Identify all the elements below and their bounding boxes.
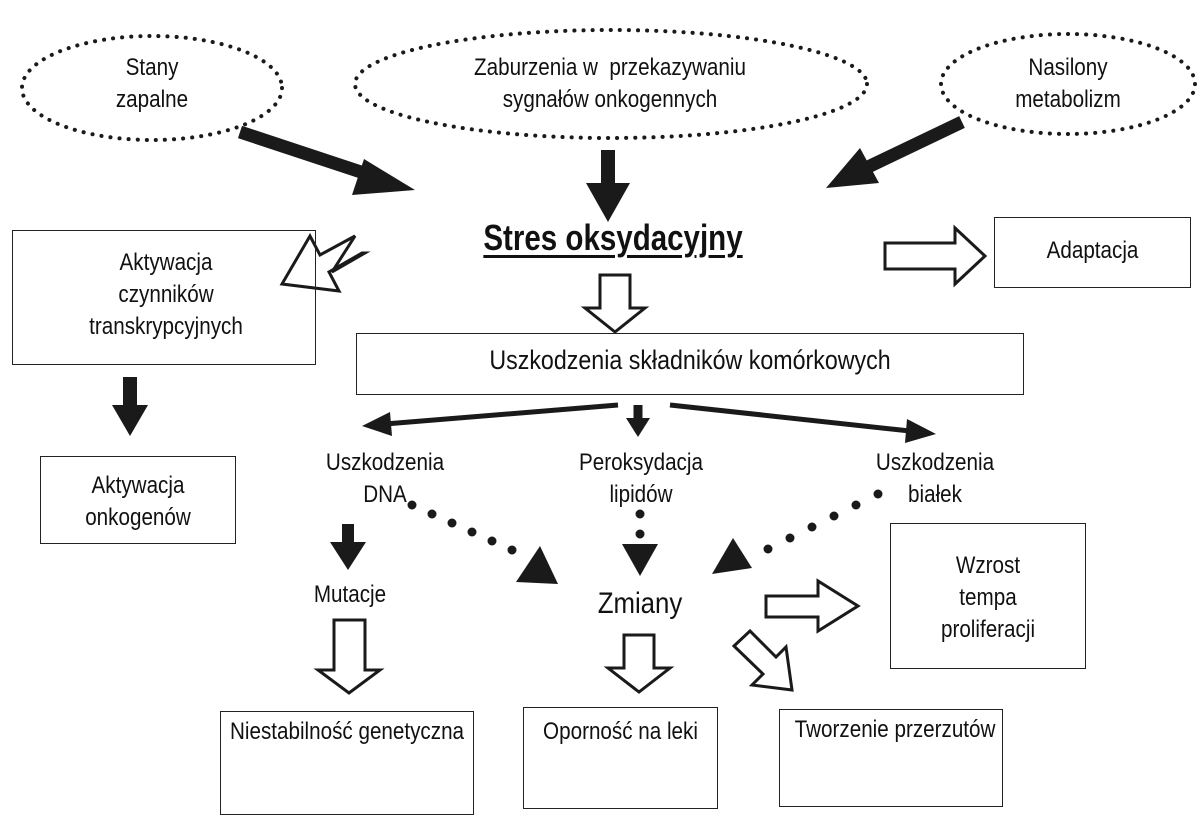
arrow-nasilony-to-stres bbox=[826, 116, 965, 188]
hollow-arrow-to-aktywacja bbox=[279, 232, 371, 293]
dotted-arrow-dna-to-zmiany bbox=[407, 500, 558, 584]
label-stres-oksydacyjny: Stres oksydacyjny bbox=[483, 217, 743, 258]
arrow-to-peroksydacja bbox=[626, 405, 650, 437]
arrow-czynniki-to-onkogeny bbox=[112, 377, 148, 436]
label-uszkodzenia-bialek: Uszkodzenia białek bbox=[875, 449, 995, 508]
box-opornosc bbox=[523, 707, 718, 809]
arrow-to-uszkodzenia-bialek bbox=[669, 402, 936, 443]
box-tworzenie bbox=[779, 709, 1003, 807]
ellipse-stany bbox=[20, 34, 284, 142]
arrow-zaburzenia-to-stres bbox=[586, 150, 630, 222]
ellipse-nasilony bbox=[939, 32, 1197, 136]
label-uszkodzenia-skladnikow: Uszkodzenia składników komórkowych bbox=[489, 345, 891, 375]
box-aktywacja-onkogenow bbox=[40, 456, 236, 544]
hollow-arrow-zmiany-to-przerzuty bbox=[731, 628, 794, 692]
label-stany-zapalne: Stany zapalne bbox=[115, 54, 189, 113]
box-adaptacja bbox=[994, 217, 1191, 288]
label-aktywacja-czynnikow: Aktywacja czynników transkrypcyjnych bbox=[89, 249, 243, 340]
hollow-arrow-mutacje-to-niestabilnosc bbox=[313, 618, 385, 695]
hollow-arrow-stres-to-uszkodzenia bbox=[580, 273, 650, 334]
label-zmiany: Zmiany bbox=[597, 587, 683, 620]
label-niestabilnosc: Niestabilność genetyczna bbox=[229, 718, 465, 745]
arrow-stany-to-stres bbox=[237, 125, 415, 195]
label-opornosc: Oporność na leki bbox=[543, 718, 698, 745]
hollow-arrow-zmiany-to-wzrost bbox=[764, 578, 861, 634]
hollow-arrow-to-adaptacja bbox=[883, 224, 988, 288]
box-wzrost bbox=[890, 523, 1086, 669]
label-wzrost: Wzrost tempa proliferacji bbox=[940, 552, 1036, 643]
box-aktywacja-czynnikow bbox=[12, 230, 316, 365]
arrow-to-uszkodzenia-dna bbox=[362, 402, 619, 436]
label-nasilony-metabolizm: Nasilony metabolizm bbox=[1015, 54, 1121, 113]
dotted-arrow-peroksydacja-to-zmiany bbox=[622, 509, 658, 576]
box-uszkodzenia-skladnikow bbox=[356, 333, 1024, 395]
label-tworzenie: Tworzenie przerzutów bbox=[794, 716, 996, 743]
label-peroksydacja-lipidow: Peroksydacja lipidów bbox=[579, 449, 703, 508]
hollow-arrow-zmiany-to-opornosc bbox=[603, 633, 675, 694]
label-zaburzenia: Zaburzenia w przekazywaniu sygnałów onko… bbox=[474, 54, 746, 113]
arrow-dna-to-mutacje bbox=[330, 524, 366, 570]
dotted-arrow-bialka-to-zmiany bbox=[712, 489, 883, 574]
box-niestabilnosc bbox=[220, 711, 474, 815]
ellipse-zaburzenia bbox=[353, 28, 869, 140]
label-adaptacja: Adaptacja bbox=[1046, 237, 1139, 264]
label-mutacje: Mutacje bbox=[313, 581, 387, 608]
label-aktywacja-onkogenow: Aktywacja onkogenów bbox=[85, 472, 191, 531]
label-uszkodzenia-dna: Uszkodzenia DNA bbox=[325, 449, 445, 508]
